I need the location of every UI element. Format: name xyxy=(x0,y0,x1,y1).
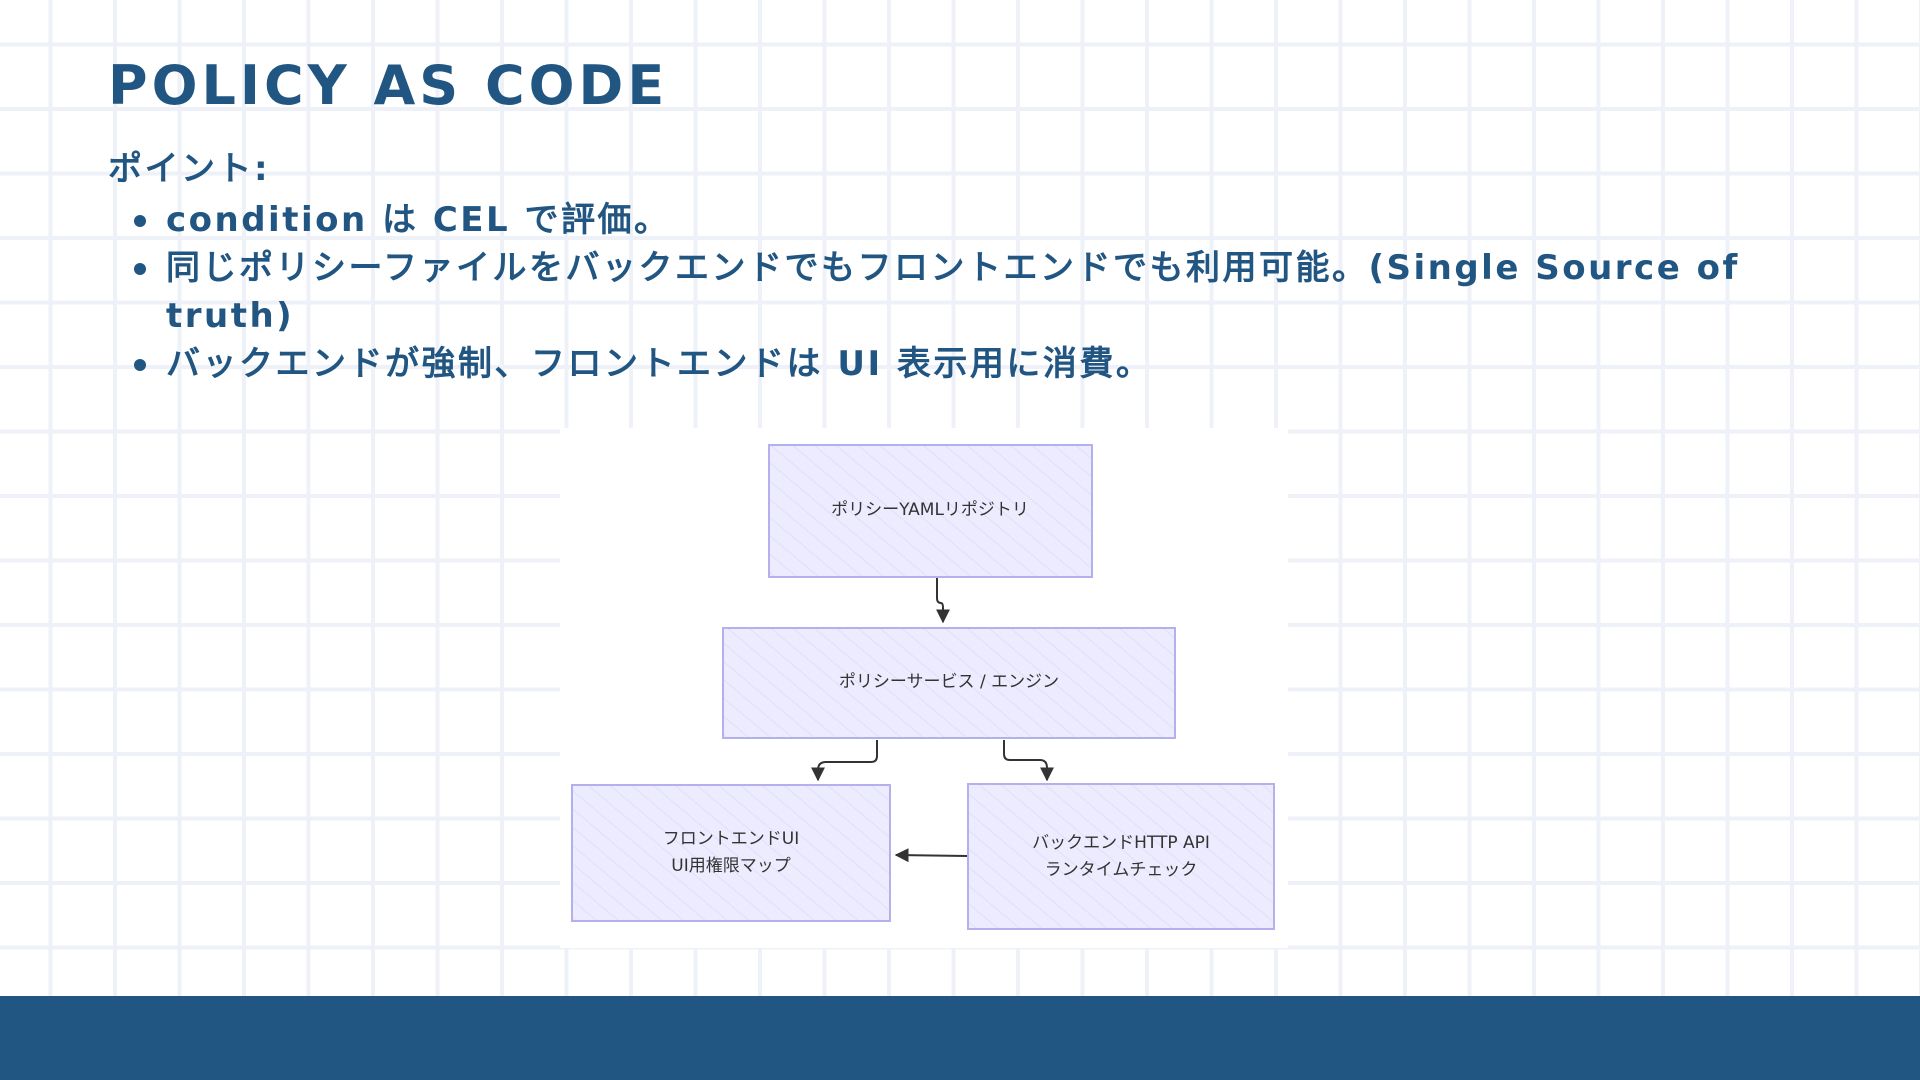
node-policy-repo-label: ポリシーYAMLリポジトリ xyxy=(831,500,1029,520)
edge-backend-to-frontend xyxy=(894,848,968,863)
node-frontend-ui: フロントエンドUI UI用権限マップ xyxy=(571,784,891,922)
node-policy-service-label: ポリシーサービス / エンジン xyxy=(839,672,1059,692)
node-policy-repo: ポリシーYAMLリポジトリ xyxy=(768,444,1093,578)
points-section: ポイント: condition は CEL で評価。 同じポリシーファイルをバッ… xyxy=(108,146,1768,388)
node-backend-api-label-1: バックエンドHTTP API xyxy=(1032,833,1210,853)
edge-service-to-backend xyxy=(1003,740,1054,782)
point-item: condition は CEL で評価。 xyxy=(108,196,1768,244)
edge-service-to-frontend xyxy=(811,740,878,782)
point-item: バックエンドが強制、フロントエンドは UI 表示用に消費。 xyxy=(108,340,1768,388)
points-list: condition は CEL で評価。 同じポリシーファイルをバックエンドでも… xyxy=(108,196,1768,388)
slide-title: POLICY AS CODE xyxy=(108,54,669,117)
edge-repo-to-service xyxy=(936,578,950,624)
node-frontend-ui-label-1: フロントエンドUI xyxy=(663,829,799,849)
point-item: 同じポリシーファイルをバックエンドでもフロントエンドでも利用可能。(Single… xyxy=(108,244,1768,340)
node-backend-api: バックエンドHTTP API ランタイムチェック xyxy=(967,783,1275,930)
footer-band xyxy=(0,996,1920,1080)
node-backend-api-label-2: ランタイムチェック xyxy=(1045,860,1198,880)
node-policy-service: ポリシーサービス / エンジン xyxy=(722,627,1176,739)
node-frontend-ui-label-2: UI用権限マップ xyxy=(671,856,790,876)
points-heading: ポイント: xyxy=(108,149,271,189)
